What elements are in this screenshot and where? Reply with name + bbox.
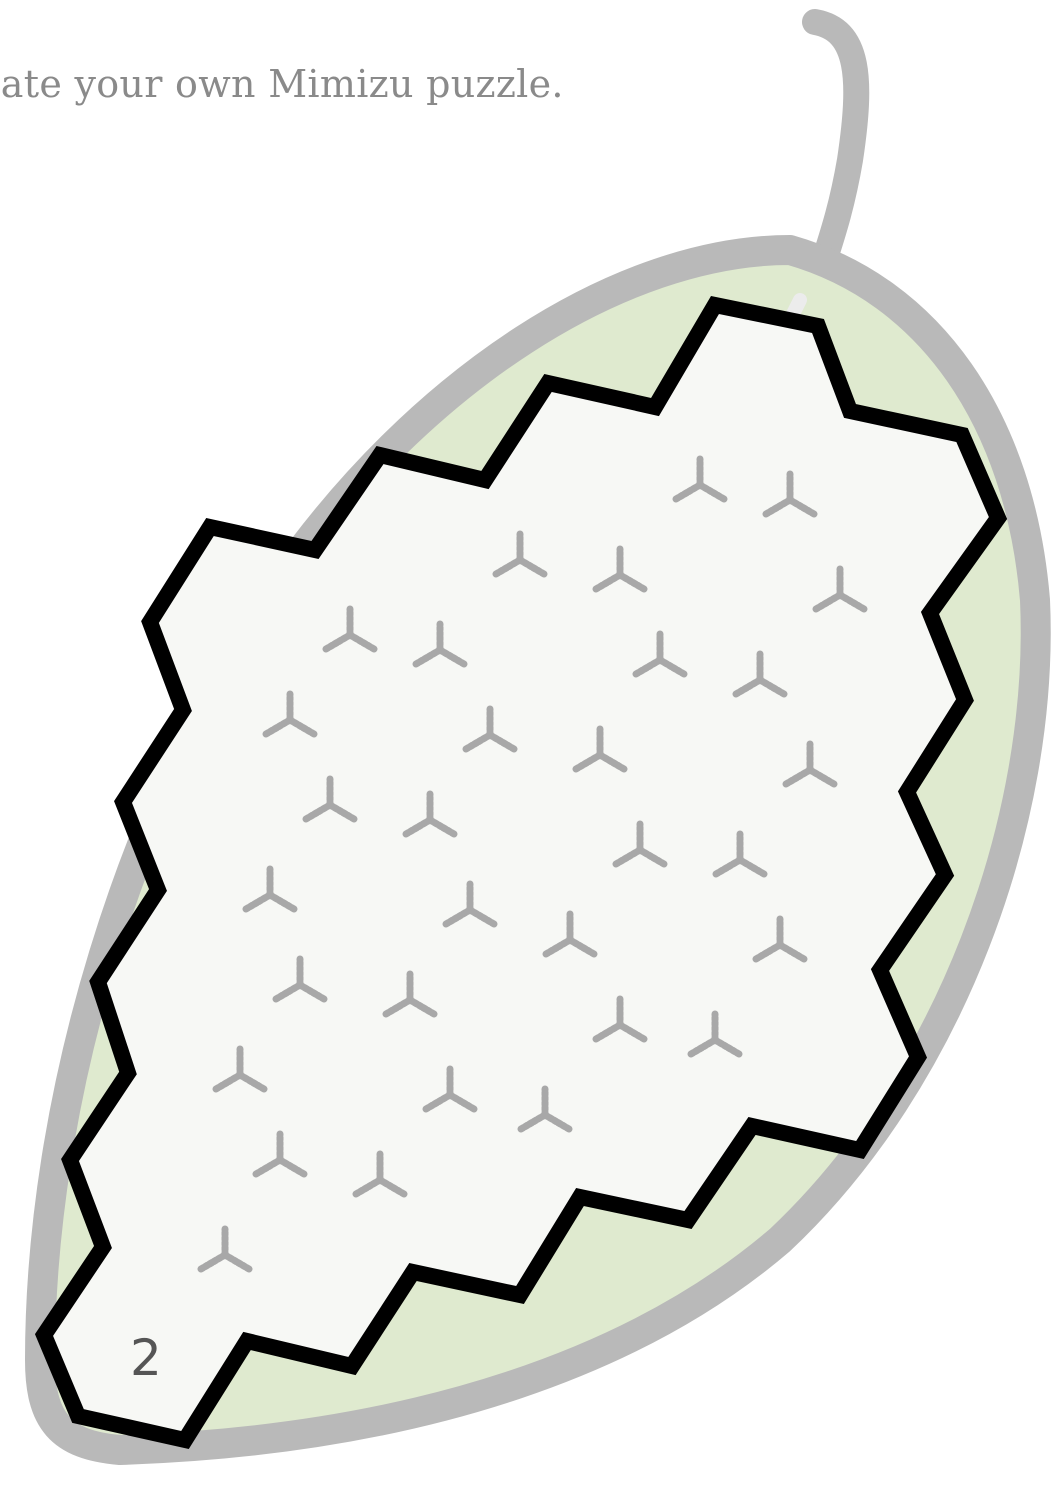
board-outline xyxy=(44,305,998,1440)
clue-number: 2 xyxy=(130,1329,162,1387)
